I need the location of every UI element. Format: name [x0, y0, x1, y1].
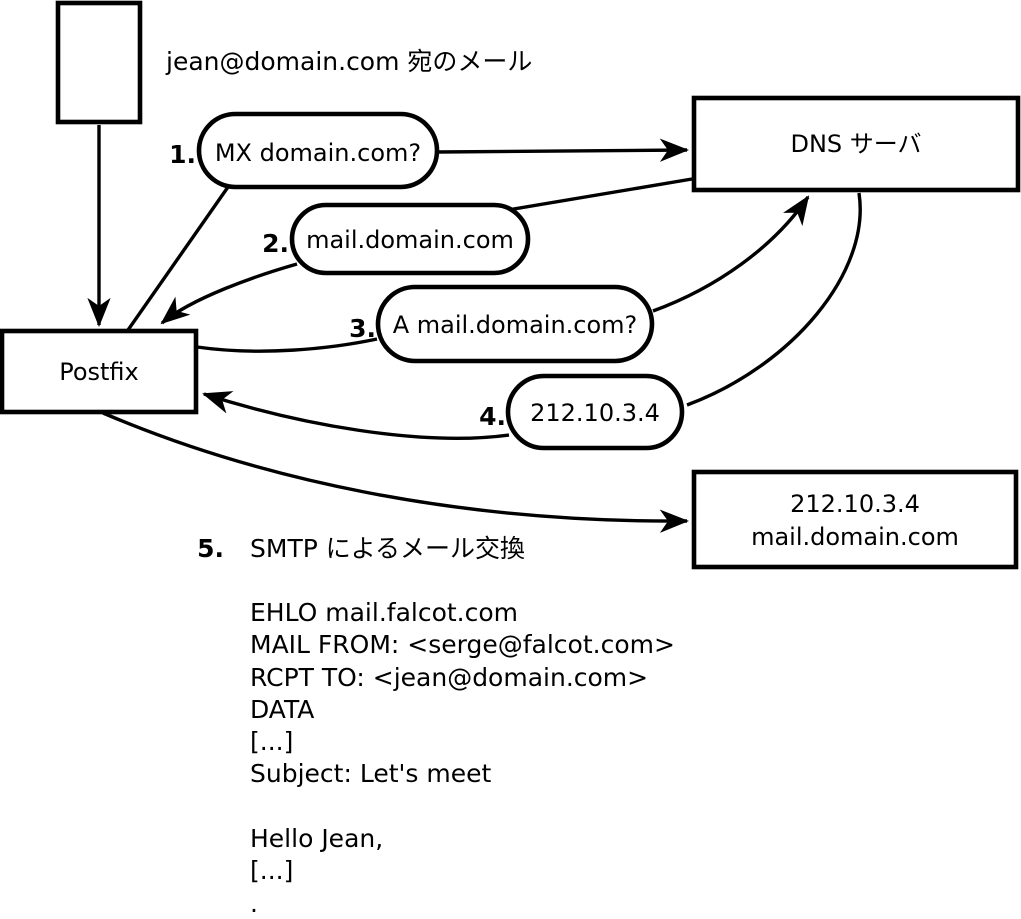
- line-postfix-to-query3: [196, 337, 378, 353]
- mail-server-host-label: mail.domain.com: [751, 523, 959, 551]
- line-dns-to-reply4: [686, 192, 862, 407]
- arrow-reply2-to-postfix: [160, 262, 298, 325]
- pill-query-a-label: A mail.domain.com?: [393, 311, 638, 339]
- dns-server-label: DNS サーバ: [790, 130, 921, 158]
- smtp-session-transcript: EHLO mail.falcot.com MAIL FROM: <serge@f…: [250, 598, 675, 918]
- mail-server-ip-label: 212.10.3.4: [790, 490, 920, 518]
- postfix-label: Postfix: [59, 358, 139, 386]
- step-number-2: 2.: [262, 229, 289, 258]
- pill-reply-a: [505, 373, 685, 451]
- smtp-exchange-label: SMTP によるメール交換: [250, 534, 525, 563]
- step-number-1: 1.: [169, 140, 196, 169]
- pill-reply-mx: [289, 202, 531, 276]
- line-dns-to-reply2: [507, 177, 693, 212]
- step-number-3: 3.: [349, 314, 376, 343]
- pill-query-mx: [196, 111, 440, 190]
- pill-query-a: [375, 284, 655, 364]
- arrow-postfix-to-mailserver: [102, 411, 690, 533]
- pill-reply-a-label: 212.10.3.4: [530, 399, 660, 427]
- step-number-4: 4.: [479, 402, 506, 431]
- arrow-query3-to-dns: [652, 195, 810, 313]
- postfix-box: [0, 328, 199, 415]
- mail-server-box: [691, 469, 1019, 570]
- pill-query-mx-label: MX domain.com?: [215, 139, 421, 167]
- arrow-query1-to-dns: [436, 138, 690, 162]
- dns-server-box: [691, 95, 1021, 193]
- mail-annotation: jean@domain.com 宛のメール: [165, 47, 532, 76]
- pill-reply-mx-label: mail.domain.com: [306, 226, 514, 254]
- mail-message-box: [55, 0, 143, 125]
- arrow-reply4-to-postfix: [202, 391, 510, 440]
- step-number-5: 5.: [197, 534, 224, 563]
- line-postfix-to-query1: [126, 186, 230, 331]
